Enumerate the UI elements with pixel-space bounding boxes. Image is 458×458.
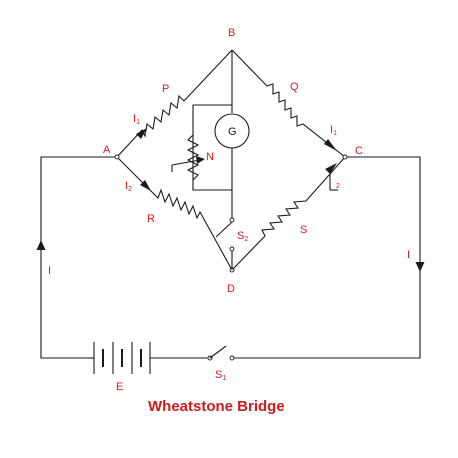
- current-label-i-right: I: [407, 249, 410, 261]
- node-label-b: B: [228, 27, 235, 39]
- switch-s2-label: S2: [237, 230, 248, 243]
- arrow-i2-ad-icon: [140, 180, 151, 191]
- left-outer-wire: [40, 156, 117, 359]
- variable-arrow-icon: [196, 156, 205, 164]
- node-label-d: D: [227, 283, 235, 295]
- node-label-a: A: [103, 144, 111, 156]
- arrow-i1-bc-icon: [324, 139, 337, 151]
- resistor-r: [116, 156, 233, 271]
- galvanometer-branch: [214, 50, 250, 270]
- battery-cells: [88, 342, 208, 374]
- current-label-i2-ad: I2: [125, 180, 132, 193]
- switch-s1-label: S1: [215, 369, 226, 382]
- current-label-i2-dc: 2: [336, 183, 340, 190]
- current-label-i1-ab: I1: [133, 113, 140, 126]
- resistor-label-p: P: [162, 83, 169, 95]
- arrow-i2-dc-icon: [325, 163, 337, 174]
- resistor-q: [231, 49, 346, 158]
- node-c-terminal: [342, 154, 348, 160]
- diagram-title: Wheatstone Bridge: [148, 398, 285, 415]
- variable-resistor-n: [171, 104, 232, 191]
- battery-label: E: [116, 381, 123, 393]
- current-arrow-up-icon: [36, 240, 46, 250]
- galvanometer-label: G: [228, 126, 237, 138]
- resistor-label-n: N: [206, 151, 214, 163]
- resistor-label-s: S: [300, 224, 307, 236]
- node-label-c: C: [355, 145, 363, 157]
- switch-s1: [207, 345, 235, 361]
- resistor-label-q: Q: [290, 81, 299, 93]
- current-arrow-down-icon: [415, 262, 425, 272]
- right-outer-wire: [232, 156, 421, 359]
- resistor-s: [231, 156, 346, 271]
- arrow-i1-ab-icon: [136, 128, 147, 139]
- current-label-i1-bc: I1: [330, 124, 337, 137]
- current-label-i-left: I: [48, 265, 51, 277]
- node-a-terminal: [114, 154, 120, 160]
- resistor-p: [116, 49, 233, 158]
- resistor-label-r: R: [147, 213, 155, 225]
